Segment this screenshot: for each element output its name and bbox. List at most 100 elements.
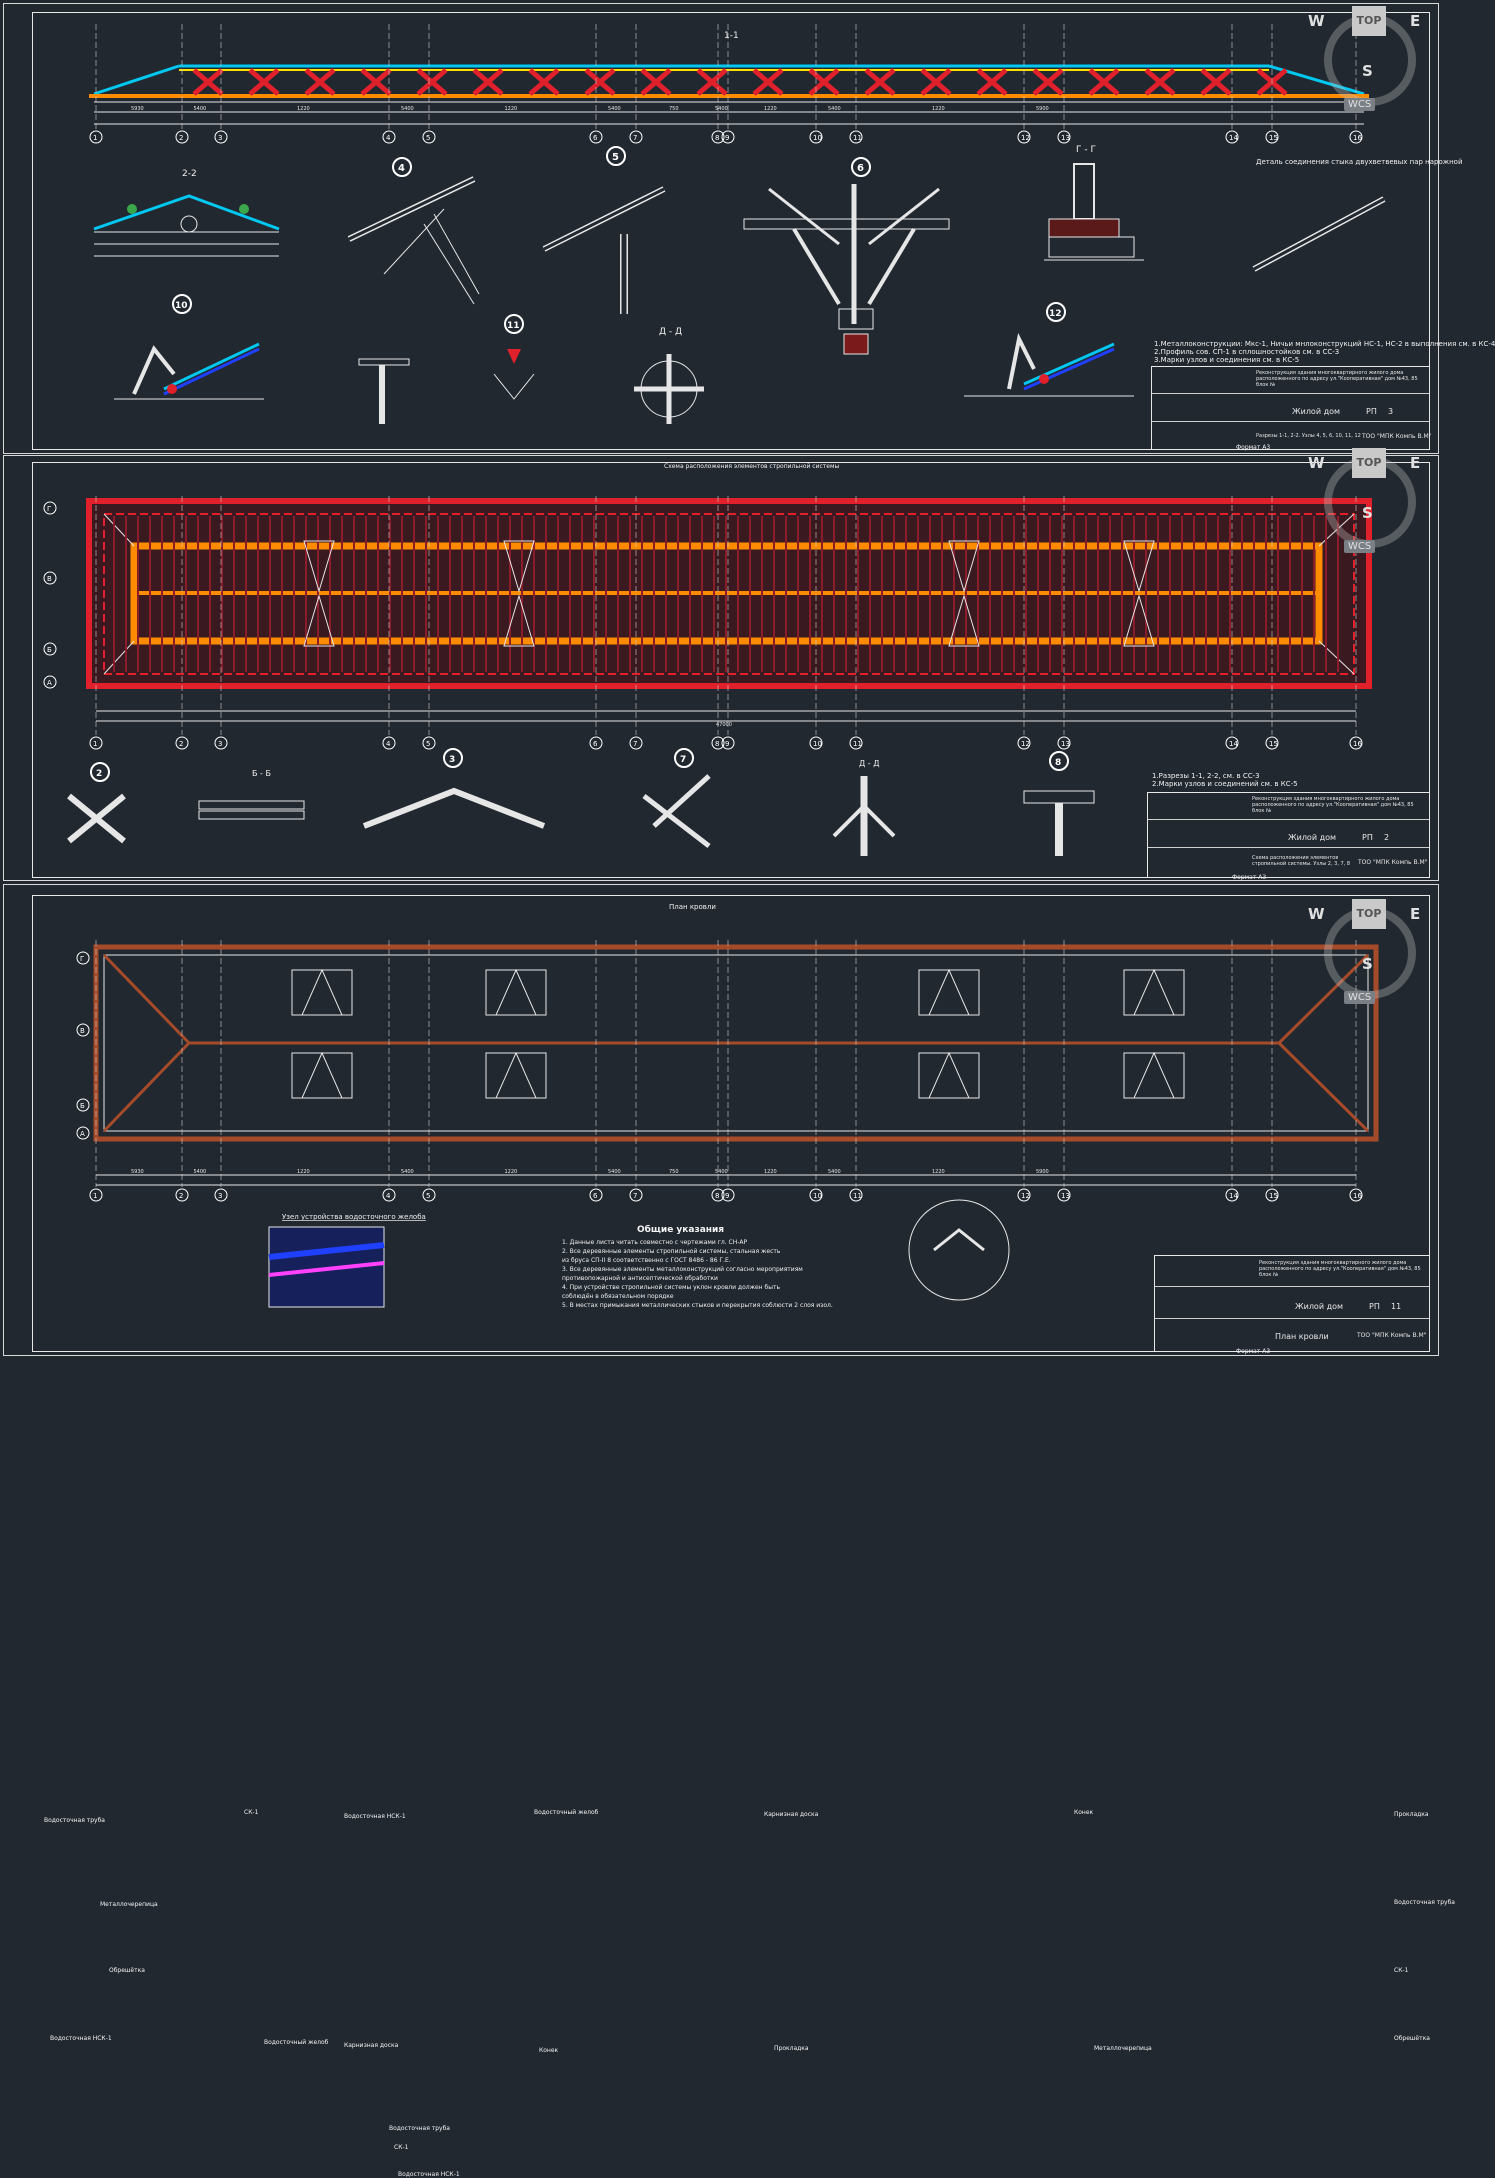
roof-plan-label: Водосточная труба xyxy=(1394,1899,1455,1906)
axis-marker xyxy=(175,130,189,144)
dimension-label: 5900 xyxy=(1036,1169,1049,1175)
dormer-triangle xyxy=(1123,594,1155,647)
viewcube[interactable]: TOP W E S WCS xyxy=(1304,448,1434,553)
axis-label: 5 xyxy=(426,1192,430,1200)
roof-plan-label: Металлочерепица xyxy=(100,1901,158,1908)
axis-label: 4 xyxy=(386,1192,391,1200)
axis-label: 14 xyxy=(1229,1192,1238,1200)
general-note-line: 1. Данные листа читать совместно с черте… xyxy=(562,1239,748,1246)
roof-plan-label: Водосточный желоб xyxy=(264,2039,329,2046)
dormer-triangle xyxy=(928,1051,970,1099)
bracing-cross xyxy=(864,68,896,96)
roof-plan-label: Конек xyxy=(1074,1809,1094,1816)
dimension-label: 5900 xyxy=(1036,106,1049,112)
row-axis-label: А xyxy=(80,1130,85,1138)
roof-plan-label: Водосточный желоб xyxy=(534,1809,599,1816)
sheet-frame xyxy=(32,12,1430,450)
dimension-label: 5400 xyxy=(194,106,207,112)
dormer-triangle xyxy=(1133,968,1175,1016)
sheet-frame xyxy=(32,895,1430,1352)
dimension-label: 1220 xyxy=(764,106,777,112)
axis-marker xyxy=(1057,736,1071,750)
dormer-outline xyxy=(918,969,980,1016)
compass-east[interactable]: E xyxy=(1410,454,1421,472)
compass-west[interactable]: W xyxy=(1308,905,1325,923)
axis-label: 10 xyxy=(813,740,822,748)
bracing-cross xyxy=(584,68,616,96)
dimension-label: 5400 xyxy=(828,1169,841,1175)
svg-text:10: 10 xyxy=(175,301,188,311)
detail-title-2-2: 2-2 xyxy=(182,169,197,179)
title-block-content: Схема расположения элементов стропильной… xyxy=(1252,855,1351,867)
bracing-cross xyxy=(192,68,224,96)
dormer-triangle xyxy=(948,594,980,647)
section-title: План кровли xyxy=(669,903,716,911)
axis-label: 5 xyxy=(426,134,430,142)
axis-label: 10 xyxy=(813,1192,822,1200)
wcs-menu-button[interactable]: WCS xyxy=(1344,991,1376,1004)
axis-label: 16 xyxy=(1353,740,1362,748)
axis-marker xyxy=(382,1188,396,1202)
viewcube-top-button[interactable]: TOP xyxy=(1352,448,1386,478)
roof-plan-label: Водосточная труба xyxy=(44,1817,105,1824)
axis-marker xyxy=(589,130,603,144)
roof-plan-label: Водосточная НСК-1 xyxy=(398,2171,460,2178)
dormer-triangle xyxy=(495,968,537,1016)
viewcube-top-button[interactable]: TOP xyxy=(1352,899,1386,929)
title-block-sheet-no: 2 xyxy=(1384,833,1390,842)
dormer-triangle xyxy=(503,594,535,647)
dimension-label: 5930 xyxy=(131,1169,144,1175)
compass-south[interactable]: S xyxy=(1362,504,1373,522)
axis-marker xyxy=(1017,736,1031,750)
axis-label: 15 xyxy=(1269,740,1278,748)
drawing-sheet-2: Схема расположения элементов стропильной… xyxy=(3,448,1439,881)
wcs-menu-button[interactable]: WCS xyxy=(1344,540,1376,553)
row-axis-label: Б xyxy=(47,646,52,654)
axis-marker xyxy=(1057,1188,1071,1202)
dimension-label: 5400 xyxy=(401,1169,414,1175)
viewcube[interactable]: TOP W E S WCS xyxy=(1304,6,1434,111)
side-detail-title: Деталь соединения стыка двухветвевых пар… xyxy=(1256,158,1463,166)
axis-marker xyxy=(89,736,103,750)
compass-east[interactable]: E xyxy=(1410,12,1421,30)
svg-text:8: 8 xyxy=(1055,758,1061,768)
axis-label: 12 xyxy=(1021,134,1030,142)
viewcube[interactable]: TOP W E S WCS xyxy=(1304,899,1434,1004)
viewcube-top-button[interactable]: TOP xyxy=(1352,6,1386,36)
compass-west[interactable]: W xyxy=(1308,12,1325,30)
bracing-cross xyxy=(248,68,280,96)
bracing-cross xyxy=(1200,68,1232,96)
roof-plan-label: СК-1 xyxy=(244,1809,259,1816)
dormer-triangle xyxy=(1123,540,1155,593)
axis-marker xyxy=(589,736,603,750)
sheet-2-note-2: 2.Марки узлов и соединений см. в КС-5 xyxy=(1152,780,1298,788)
compass-south[interactable]: S xyxy=(1362,955,1373,973)
dimension-label: 1220 xyxy=(505,106,518,112)
axis-label: 7 xyxy=(633,740,637,748)
axis-marker xyxy=(629,130,643,144)
axis-marker xyxy=(382,130,396,144)
title-block-sheet-no: 11 xyxy=(1391,1302,1402,1311)
axis-label: 9 xyxy=(725,740,729,748)
wcs-menu-button[interactable]: WCS xyxy=(1344,98,1376,111)
general-note-line: из бруса СП-II 8 соответственно с ГОСТ 8… xyxy=(562,1257,731,1264)
axis-marker xyxy=(1349,130,1363,144)
roof-plan-label: Обрешётка xyxy=(109,1967,145,1974)
axis-label: 4 xyxy=(386,134,391,142)
axis-marker xyxy=(809,1188,823,1202)
axis-label: 11 xyxy=(853,1192,862,1200)
sheet-1-note-2: 2.Профиль сов. СП-1 в сплошностойков см.… xyxy=(1154,348,1340,356)
compass-south[interactable]: S xyxy=(1362,62,1373,80)
axis-marker xyxy=(711,130,725,144)
dimension-label: 5400 xyxy=(608,106,621,112)
title-block-content: Разрезы 1-1, 2-2. Узлы 4, 5, 6, 10, 11, … xyxy=(1256,433,1361,439)
axis-label: 7 xyxy=(633,134,637,142)
compass-west[interactable]: W xyxy=(1308,454,1325,472)
axis-label: 1 xyxy=(93,134,97,142)
axis-label: 13 xyxy=(1061,740,1070,748)
axis-marker xyxy=(422,1188,436,1202)
axis-marker xyxy=(849,736,863,750)
axis-marker xyxy=(1349,736,1363,750)
compass-east[interactable]: E xyxy=(1410,905,1421,923)
